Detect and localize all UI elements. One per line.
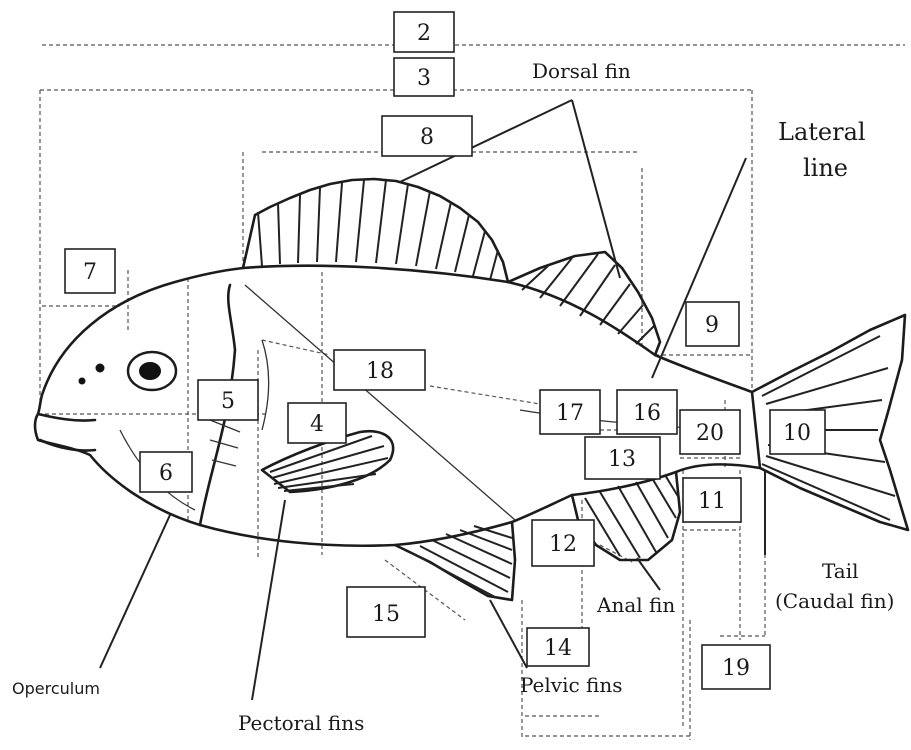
nostril-2 xyxy=(79,378,86,385)
label-pelvic-fins: Pelvic fins xyxy=(520,673,623,697)
svg-text:10: 10 xyxy=(783,421,811,446)
svg-text:14: 14 xyxy=(544,636,572,661)
svg-text:4: 4 xyxy=(310,412,324,437)
label-tail-1: Tail xyxy=(822,559,859,583)
svg-text:19: 19 xyxy=(722,656,750,681)
box-16: 16 xyxy=(617,390,677,434)
svg-text:18: 18 xyxy=(366,359,394,384)
svg-text:7: 7 xyxy=(83,260,97,285)
dim-line-18 xyxy=(430,386,540,404)
label-anal-fin: Anal fin xyxy=(596,593,675,617)
box-8: 8 xyxy=(382,116,472,156)
box-9: 9 xyxy=(686,302,739,346)
svg-text:2: 2 xyxy=(417,21,431,46)
box-20: 20 xyxy=(680,410,740,454)
dim-line-eye-18 xyxy=(262,340,330,355)
svg-text:8: 8 xyxy=(420,125,434,150)
leader-operculum xyxy=(100,515,170,668)
mouth-line xyxy=(38,414,95,421)
box-2: 2 xyxy=(394,12,454,52)
nostril-1 xyxy=(96,364,105,373)
leader-dorsal-soft xyxy=(572,100,620,278)
box-6: 6 xyxy=(140,452,192,492)
leader-anal xyxy=(637,558,660,590)
svg-text:17: 17 xyxy=(556,401,584,426)
box-10: 10 xyxy=(770,410,825,454)
box-18: 18 xyxy=(334,350,425,390)
leader-pectoral xyxy=(252,500,285,700)
box-17: 17 xyxy=(540,390,600,434)
box-19: 19 xyxy=(702,645,770,689)
box-3: 3 xyxy=(394,58,454,96)
svg-text:5: 5 xyxy=(221,389,235,414)
label-lateral-line-1: Lateral xyxy=(778,118,866,146)
box-15: 15 xyxy=(347,587,425,637)
box-5: 5 xyxy=(198,380,258,420)
box-14: 14 xyxy=(527,628,589,666)
label-lateral-line-2: line xyxy=(803,154,848,182)
dim-line-head-to-pelvic xyxy=(245,285,515,520)
label-tail-2: (Caudal fin) xyxy=(775,589,894,613)
eye-pupil xyxy=(139,362,161,380)
box-13: 13 xyxy=(585,437,660,479)
svg-text:20: 20 xyxy=(696,421,724,446)
box-4: 4 xyxy=(288,403,346,443)
box-11: 11 xyxy=(683,478,741,522)
svg-text:15: 15 xyxy=(372,602,400,627)
svg-text:3: 3 xyxy=(417,66,431,91)
svg-text:13: 13 xyxy=(608,447,636,472)
gill-marks xyxy=(262,340,269,430)
box-12: 12 xyxy=(532,520,594,566)
svg-text:6: 6 xyxy=(159,461,173,486)
svg-text:11: 11 xyxy=(698,489,726,514)
svg-text:12: 12 xyxy=(549,532,577,557)
svg-text:9: 9 xyxy=(705,313,719,338)
box-7: 7 xyxy=(65,249,115,293)
soft-dorsal-fin xyxy=(508,252,660,355)
label-pectoral-fins: Pectoral fins xyxy=(238,711,364,735)
label-operculum: Operculum xyxy=(12,679,100,698)
label-dorsal-fin: Dorsal fin xyxy=(532,59,631,83)
svg-text:16: 16 xyxy=(633,401,661,426)
